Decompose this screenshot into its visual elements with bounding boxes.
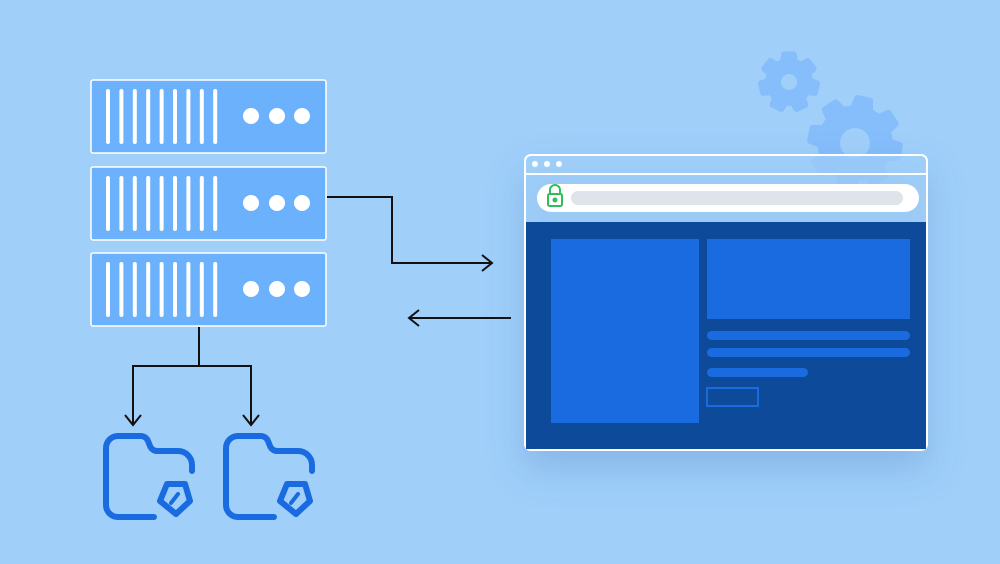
hero-placeholder — [707, 239, 910, 319]
arrow-icon — [124, 327, 260, 427]
text-line — [707, 331, 910, 340]
secure-folder-icon — [103, 433, 195, 520]
server-icon — [90, 166, 327, 241]
server-icon — [90, 252, 327, 327]
image-placeholder — [551, 239, 699, 423]
server-icon — [90, 79, 327, 154]
url-field[interactable] — [571, 191, 903, 205]
secure-folder-icon — [223, 433, 315, 520]
window-dots — [532, 161, 562, 167]
arrow-icon — [327, 196, 494, 272]
gear-icon — [758, 51, 820, 112]
lock-icon — [547, 184, 563, 207]
arrow-icon — [407, 309, 511, 327]
button-placeholder[interactable] — [706, 387, 759, 407]
text-line — [707, 368, 808, 377]
text-line — [707, 348, 910, 357]
